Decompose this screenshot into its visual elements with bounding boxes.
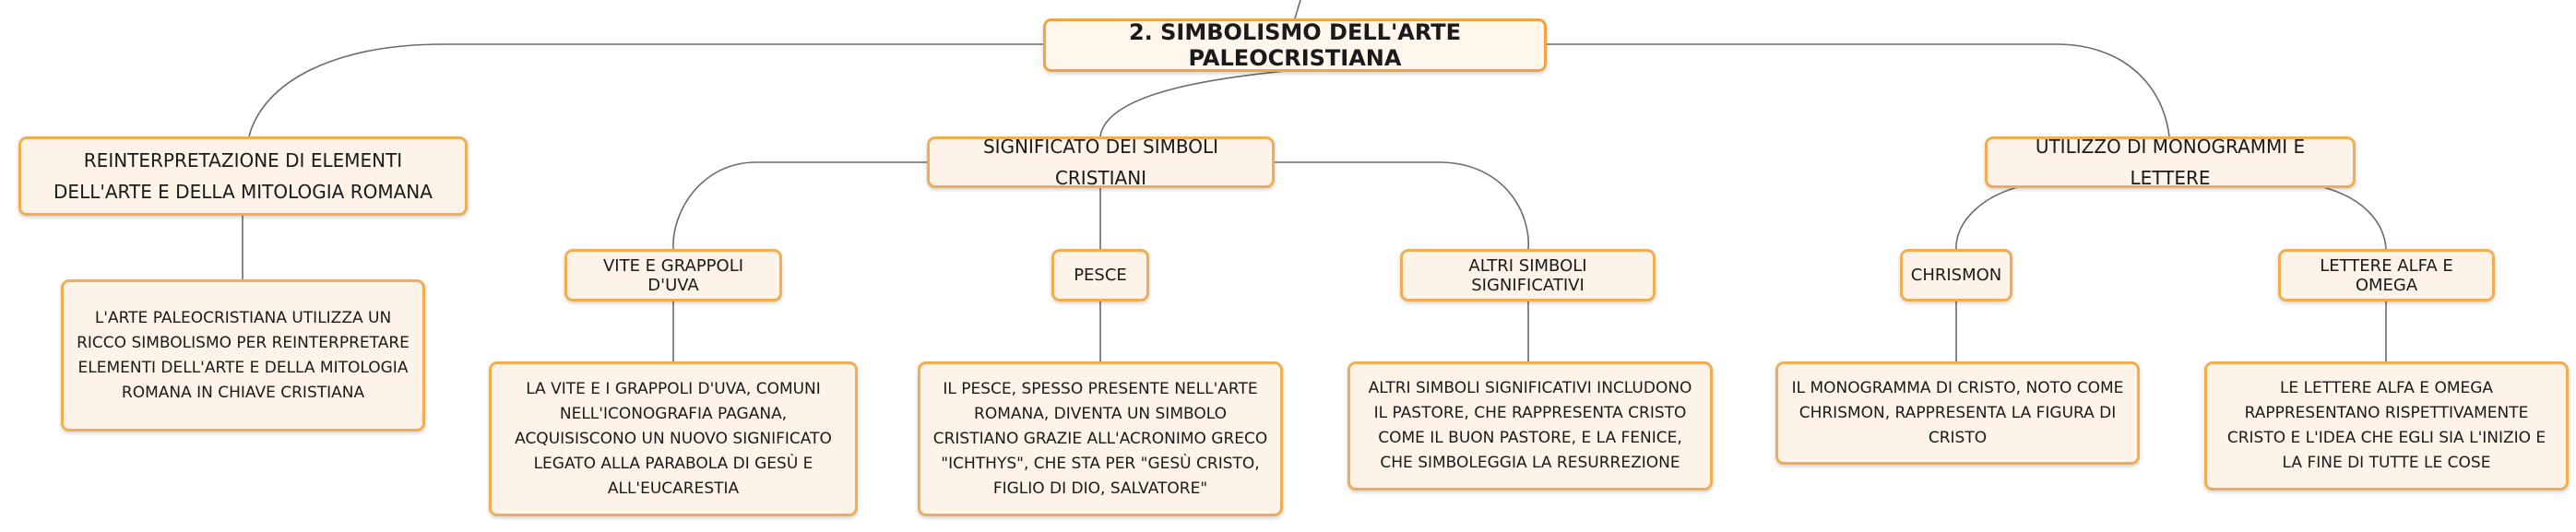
leaf-chrismon-detail[interactable]: IL MONOGRAMMA DI CRISTO, NOTO COME CHRIS… [1775, 361, 2140, 465]
root-node[interactable]: 2. SIMBOLISMO DELL'ARTE PALEOCRISTIANA [1043, 18, 1547, 72]
node-chrismon[interactable]: CHRISMON [1900, 249, 2012, 301]
branch-monogrammi[interactable]: UTILIZZO DI MONOGRAMMI E LETTERE [1985, 136, 2356, 189]
branch-reinterpretazione[interactable]: REINTERPRETAZIONE DI ELEMENTI DELL'ARTE … [18, 136, 468, 216]
leaf-pesce-detail[interactable]: IL PESCE, SPESSO PRESENTE NELL'ARTE ROMA… [918, 361, 1283, 516]
leaf-vite-detail[interactable]: LA VITE E I GRAPPOLI D'UVA, COMUNI NELL'… [489, 361, 858, 516]
node-vite[interactable]: VITE E GRAPPOLI D'UVA [564, 249, 782, 301]
branch-significato[interactable]: SIGNIFICATO DEI SIMBOLI CRISTIANI [927, 136, 1275, 189]
node-pesce[interactable]: PESCE [1051, 249, 1149, 301]
node-alfa-omega[interactable]: LETTERE ALFA E OMEGA [2278, 249, 2495, 301]
leaf-alfa-omega-detail[interactable]: LE LETTERE ALFA E OMEGA RAPPRESENTANO RI… [2204, 361, 2569, 491]
leaf-reinterpretazione-detail[interactable]: L'ARTE PALEOCRISTIANA UTILIZZA UN RICCO … [61, 279, 425, 432]
node-altri[interactable]: ALTRI SIMBOLI SIGNIFICATIVI [1400, 249, 1656, 301]
leaf-altri-detail[interactable]: ALTRI SIMBOLI SIGNIFICATIVI INCLUDONO IL… [1347, 361, 1713, 491]
